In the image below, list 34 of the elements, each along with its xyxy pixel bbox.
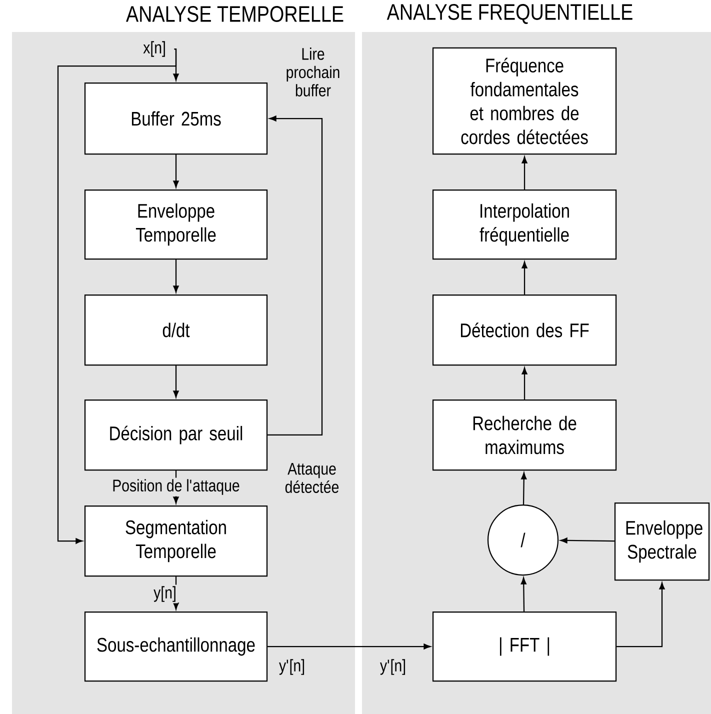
process-box: Enveloppe Spectrale bbox=[614, 502, 710, 581]
panel-heading: ANALYSE FREQUENTIELLE bbox=[386, 4, 632, 24]
process-box: Décision par seuil bbox=[84, 399, 268, 471]
edge-label: Position de l'attaque bbox=[110, 478, 242, 496]
process-box: Recherche de maximums bbox=[432, 399, 617, 471]
arrow bbox=[616, 582, 665, 648]
process-box: d/dt bbox=[84, 294, 268, 366]
process-box: Segmentation Temporelle bbox=[84, 505, 268, 577]
process-box: Enveloppe Temporelle bbox=[84, 189, 268, 260]
arrow bbox=[173, 154, 179, 188]
arrow bbox=[522, 261, 528, 294]
arrow bbox=[268, 644, 431, 650]
process-box: Fréquence fondamentales et nombres de cordes détectées bbox=[432, 47, 617, 155]
edge-label: y[n] bbox=[152, 584, 178, 604]
edge-label: Lire prochain buffer bbox=[276, 46, 350, 98]
process-box: Interpolation fréquentielle bbox=[432, 189, 617, 260]
arrow bbox=[57, 48, 177, 544]
arrow bbox=[522, 156, 528, 190]
process-box: Sous-echantillonnage bbox=[84, 611, 268, 682]
process-box: | FFT | bbox=[432, 611, 617, 682]
signal-label: y'[n] bbox=[380, 659, 406, 675]
arrow bbox=[173, 260, 179, 293]
panel-heading: ANALYSE TEMPORELLE bbox=[126, 6, 344, 22]
process-box: Buffer 25ms bbox=[84, 82, 268, 155]
process-box: Détection des FF bbox=[432, 294, 617, 366]
arrow bbox=[560, 538, 614, 544]
arrow bbox=[173, 366, 179, 398]
signal-label: x[n] bbox=[143, 41, 165, 57]
signal-label: Attaque détectée bbox=[285, 463, 339, 494]
arrow bbox=[522, 367, 528, 400]
arrow bbox=[521, 472, 527, 504]
edge-label: y'[n] bbox=[278, 658, 306, 676]
arrow bbox=[520, 577, 526, 612]
arrow bbox=[268, 116, 323, 436]
